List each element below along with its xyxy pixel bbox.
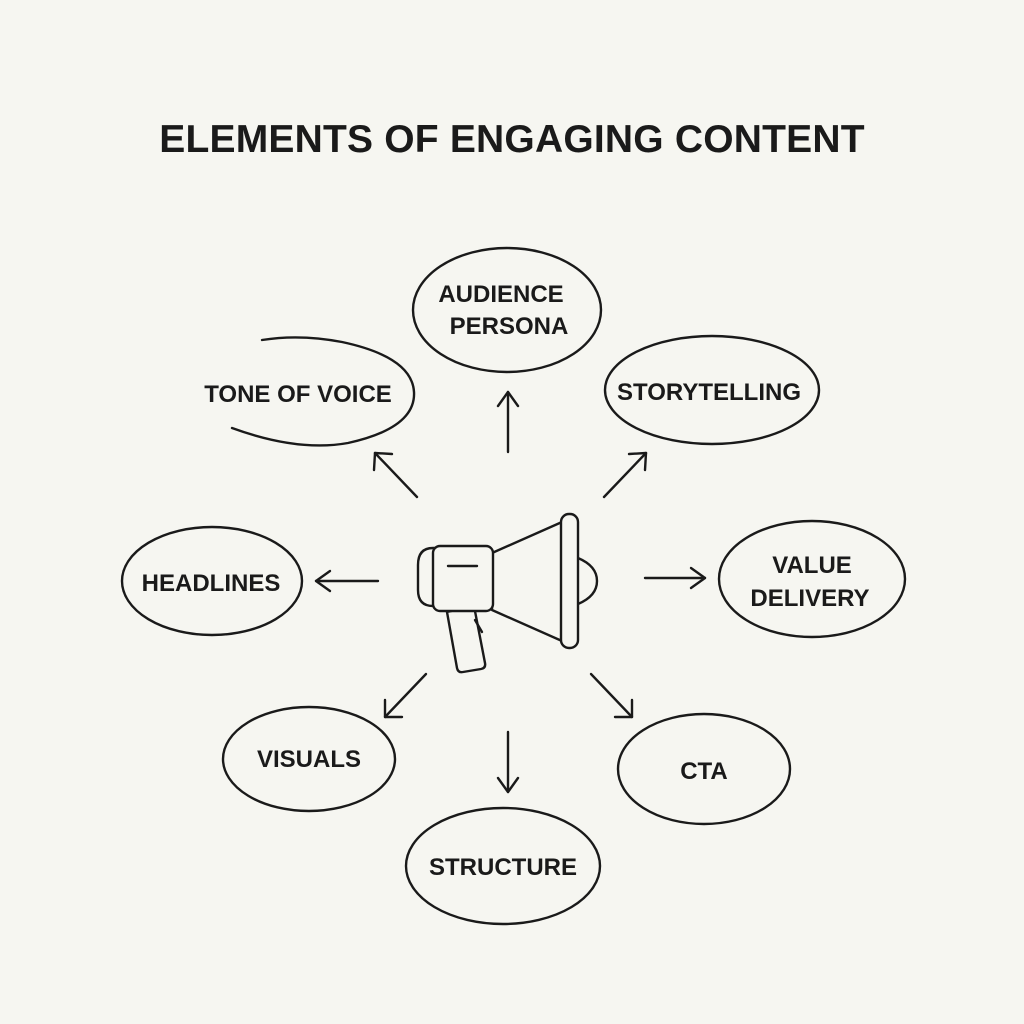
arrow-to-audience-persona [496,390,520,454]
arrow-to-headlines [314,569,380,593]
page-title: ELEMENTS OF ENGAGING CONTENT [159,118,864,161]
node-audience-persona [411,246,603,374]
node-label-value-delivery-2: DELIVERY [750,585,869,612]
arrow-to-cta [589,672,634,719]
arrow-to-tone-of-voice [372,451,419,499]
arrow-to-structure [496,730,520,794]
node-label-value-delivery-1: VALUE [772,552,852,579]
node-storytelling [603,334,821,446]
arrow-to-value-delivery [643,566,707,590]
node-tone-of-voice [230,336,416,447]
node-label-tone-of-voice: TONE OF VOICE [204,381,392,408]
node-label-storytelling: STORYTELLING [617,379,801,406]
megaphone-icon [416,512,599,674]
node-structure [404,806,602,926]
node-label-visuals: VISUALS [257,746,361,773]
node-label-audience-persona-1: AUDIENCE [438,281,563,308]
node-label-cta: CTA [680,758,728,785]
node-headlines [120,525,304,637]
node-label-structure: STRUCTURE [429,854,577,881]
node-label-headlines: HEADLINES [142,570,281,597]
arrow-to-visuals [383,672,428,719]
arrow-to-storytelling [602,451,648,499]
node-value-delivery [717,519,907,639]
node-visuals [221,705,397,813]
node-label-audience-persona-2: PERSONA [450,313,569,340]
node-cta [616,712,792,826]
